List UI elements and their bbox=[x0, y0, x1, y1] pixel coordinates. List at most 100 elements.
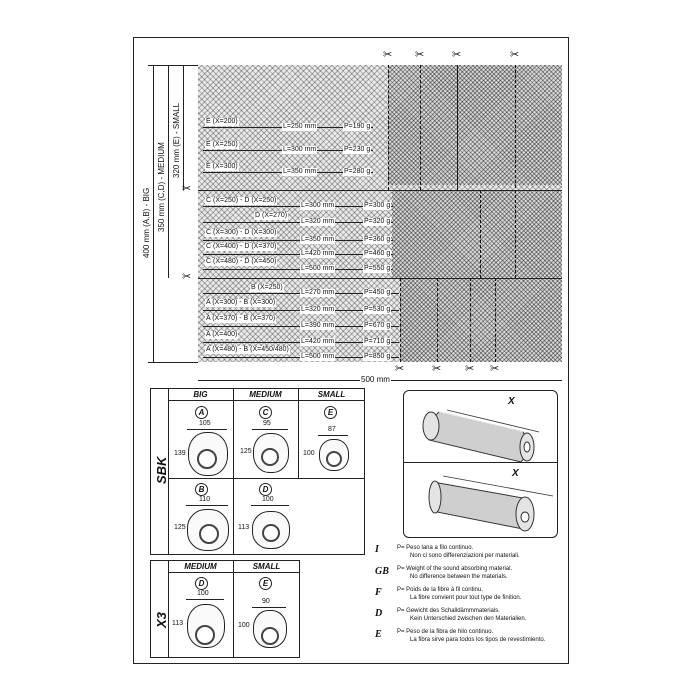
row-weight: P=670 g bbox=[363, 322, 392, 330]
fiber-sheet-right-mid bbox=[392, 190, 562, 278]
cut-line bbox=[437, 278, 438, 362]
outlet-hole bbox=[261, 627, 279, 645]
x-label-bottom: X bbox=[512, 468, 519, 479]
height-label-outer: 400 mm (A,B) - BIG bbox=[142, 187, 151, 258]
letter-badge: C bbox=[259, 406, 272, 419]
row-weight: P=320 g bbox=[363, 218, 392, 226]
muffler-drawing bbox=[422, 409, 554, 532]
cut-line bbox=[515, 65, 516, 278]
row-weight: P=450 g bbox=[363, 289, 392, 297]
cut-line bbox=[495, 278, 496, 362]
header-medium: MEDIUM bbox=[249, 390, 282, 399]
row-left: A (X=480) - B (X=450/480) bbox=[205, 346, 290, 354]
row-length: L=300 mm bbox=[300, 202, 336, 210]
header-medium: MEDIUM bbox=[184, 562, 217, 571]
legend-line1: P= Peso lana a filo continuo. bbox=[397, 545, 474, 551]
row-length: L=250 mm bbox=[282, 123, 318, 131]
scissors-icon: ✂ bbox=[490, 363, 500, 375]
region-line-cd bbox=[198, 278, 562, 279]
legend-line2: No difference between the materials. bbox=[410, 574, 508, 580]
row-weight: P=190 g bbox=[343, 123, 372, 131]
outlet-hole bbox=[262, 524, 280, 542]
width-dim: 110 bbox=[199, 496, 211, 503]
cut-line bbox=[470, 278, 471, 362]
dim-line-350 bbox=[168, 65, 169, 278]
letter-badge: E bbox=[324, 406, 337, 419]
scissors-icon: ✂ bbox=[452, 49, 462, 61]
scissors-icon: ✂ bbox=[182, 183, 192, 195]
row-left: C (X=400) - D (X=370) bbox=[205, 243, 278, 251]
letter-badge: B bbox=[195, 483, 208, 496]
row-left: E (X=200) bbox=[205, 118, 239, 126]
row-left: E (X=250) bbox=[205, 141, 239, 149]
height-label-middle: 350 mm (C,D) - MEDIUM bbox=[157, 142, 166, 232]
row-left: E (X=300) bbox=[205, 163, 239, 171]
legend-letter: I bbox=[375, 544, 379, 555]
row-weight: P=530 g bbox=[363, 306, 392, 314]
fiber-sheet-right-bot bbox=[400, 278, 562, 362]
outlet-hole bbox=[261, 448, 279, 466]
height-dim: 100 bbox=[238, 622, 250, 629]
scissors-icon: ✂ bbox=[465, 363, 475, 375]
row-length: L=420 mm bbox=[300, 338, 336, 346]
legend-letter: GB bbox=[375, 566, 389, 577]
row-length: L=320 mm bbox=[300, 218, 336, 226]
scissors-icon: ✂ bbox=[383, 49, 393, 61]
outlet-hole bbox=[199, 524, 219, 544]
row-weight: P=550 g bbox=[363, 265, 392, 273]
legend-line1: P= Poids de la fibre à fil continu. bbox=[397, 587, 483, 593]
legend-letter: D bbox=[375, 608, 383, 619]
height-dim: 139 bbox=[174, 450, 186, 457]
row-length: L=270 mm bbox=[300, 289, 336, 297]
height-dim: 113 bbox=[238, 524, 250, 531]
header-small: SMALL bbox=[252, 562, 281, 571]
outlet-hole bbox=[195, 625, 215, 645]
width-dim: 95 bbox=[263, 420, 271, 427]
cut-line bbox=[480, 190, 481, 278]
legend-letter: F bbox=[375, 587, 382, 598]
header-big: BIG bbox=[193, 390, 208, 399]
row-weight: P=360 g bbox=[363, 236, 392, 244]
row-left: A (X=400) bbox=[205, 331, 239, 339]
row-length: L=390 mm bbox=[300, 322, 336, 330]
height-dim: 125 bbox=[174, 524, 186, 531]
row-left: A (X=300) - B (X=300) bbox=[205, 299, 277, 307]
width-dim: 87 bbox=[328, 426, 336, 433]
letter-badge: D bbox=[195, 577, 208, 590]
row-length: L=300 mm bbox=[282, 146, 318, 154]
row-weight: P=300 g bbox=[363, 202, 392, 210]
page-frame bbox=[133, 37, 569, 664]
row-weight: P=710 g bbox=[363, 338, 392, 346]
row-length: L=350 mm bbox=[300, 236, 336, 244]
row-left: D (X=270) bbox=[254, 212, 289, 220]
row-left: C (X=300) - D (X=300) bbox=[205, 229, 278, 237]
header-small: SMALL bbox=[317, 390, 346, 399]
legend-line2: La fibra sirve para todos los tipos de r… bbox=[410, 637, 546, 643]
legend-line1: P= Peso de la fibra de hilo continuo. bbox=[397, 629, 494, 635]
muffler-box bbox=[403, 390, 558, 538]
x3-title: X3 bbox=[154, 612, 169, 628]
scissors-icon: ✂ bbox=[510, 49, 520, 61]
letter-badge: A bbox=[195, 406, 208, 419]
cut-line bbox=[388, 65, 389, 190]
row-weight: P=460 g bbox=[363, 250, 392, 258]
width-dim: 90 bbox=[262, 598, 270, 605]
row-left: A (X=370) - B (X=370) bbox=[205, 315, 277, 323]
width-dim: 100 bbox=[197, 590, 209, 597]
row-length: L=500 mm bbox=[300, 265, 336, 273]
row-length: L=420 mm bbox=[300, 250, 336, 258]
row-left: C (X=250) - D (X=250) bbox=[205, 197, 278, 205]
cut-line bbox=[420, 65, 421, 190]
legend-letter: E bbox=[375, 629, 382, 640]
row-weight: P=230 g bbox=[343, 146, 372, 154]
height-dim: 125 bbox=[240, 448, 252, 455]
row-length: L=350 mm bbox=[282, 168, 318, 176]
legend-line2: Non ci sono differenziazioni per materia… bbox=[410, 553, 520, 559]
dim-line-320 bbox=[183, 65, 184, 190]
row-length: L=500 mm bbox=[300, 353, 336, 361]
fiber-sheet-right-top bbox=[388, 65, 562, 185]
row-left: B (X=250) bbox=[250, 284, 284, 292]
width-dim: 100 bbox=[262, 496, 274, 503]
outlet-hole bbox=[326, 451, 342, 467]
row-left: C (X=480) - D (X=450) bbox=[205, 258, 278, 266]
